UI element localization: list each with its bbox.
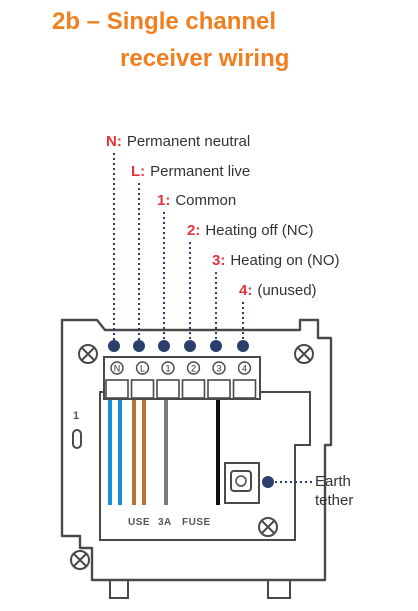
terminal-screw-marker-4 [210,340,222,352]
terminal-label-0: N [114,364,121,374]
terminal-clamp-2 [156,379,180,399]
callout-code: N: [106,133,122,150]
terminal-screw-marker-3 [184,340,196,352]
fuse-label-word: FUSE [182,517,211,528]
terminal-clamp-3 [181,379,206,399]
earth-screw-head [230,470,252,492]
terminal-badge-1 [135,361,150,375]
earth-leader [262,476,312,488]
terminal-badge-5 [237,361,252,375]
plate-side-mark: 1 [73,410,80,422]
fuse-label-rating: 3A [158,517,172,528]
callout-text: Heating on (NO) [230,252,340,269]
callout-leader-lines [108,153,249,352]
callout-label-5: 4:(unused) [239,282,317,300]
terminal-clamp-5 [232,379,257,399]
diagram-title-line-1: 2b – Single channel [52,8,277,35]
earth-block [224,462,260,504]
terminal-clamp-4 [207,379,231,399]
terminal-clamp-0 [105,379,129,399]
terminal-label-1: L [140,364,145,374]
fuse-label-use: USE [128,517,151,528]
backplate-slot [72,429,82,449]
callout-text: Common [175,192,237,209]
backplate-bottom-tab-right [267,580,291,599]
terminal-label-3: 2 [191,364,196,374]
terminal-badge-3 [186,361,201,375]
screw-hole-bottom-right [258,517,278,537]
callout-code: 1: [157,192,171,209]
screw-hole-top-right [294,344,314,364]
terminal-badge-2 [161,361,175,375]
screw-hole-bottom-left [70,550,90,570]
terminal-screw-marker-2 [158,340,170,352]
terminal-screw-marker-1 [133,340,145,352]
callout-text: Permanent live [150,163,251,180]
terminal-badge-0 [110,361,124,375]
terminal-clamp-1 [130,379,155,399]
earth-label-line-1: Earth [315,473,351,490]
callout-label-3: 2:Heating off (NC) [187,222,313,240]
callout-text: (unused) [257,282,317,299]
earth-label-line-2: tether [315,492,354,509]
backplate-bottom-tab-left [109,580,129,599]
diagram-title-line-2: receiver wiring [120,45,290,72]
callout-label-0: N:Permanent neutral [106,133,250,151]
terminal-label-4: 3 [216,364,221,374]
screw-hole-top-left [78,344,98,364]
callout-code: 2: [187,222,201,239]
callout-code: 3: [212,252,226,269]
callout-label-1: L:Permanent live [131,163,250,181]
terminal-label-5: 4 [242,364,247,374]
callout-code: 4: [239,282,253,299]
terminal-screw-marker-0 [108,340,120,352]
callout-text: Permanent neutral [126,133,251,150]
callout-label-4: 3:Heating on (NO) [212,252,340,270]
terminal-screw-marker-5 [237,340,249,352]
terminal-label-2: 1 [165,364,170,374]
terminal-badge-4 [212,361,226,375]
callout-text: Heating off (NC) [205,222,314,239]
callout-code: L: [131,163,146,180]
backplate-window [99,391,311,541]
callout-label-2: 1:Common [157,192,236,210]
